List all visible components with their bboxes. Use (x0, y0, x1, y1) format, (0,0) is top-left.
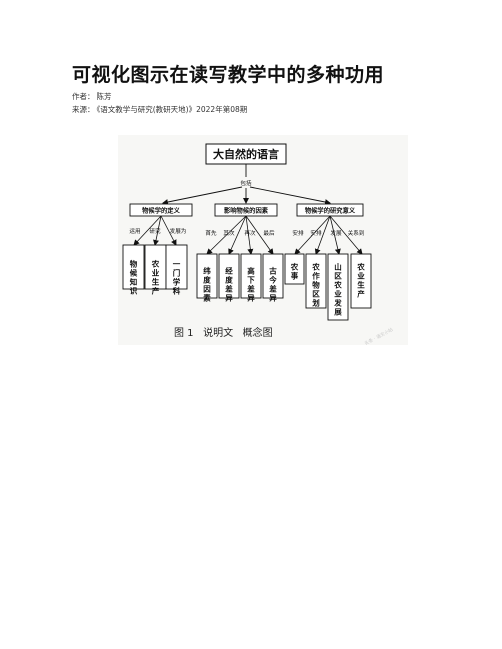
edge-label-factors-4: 最后 (263, 229, 275, 237)
edge-label-factors-1: 首先 (205, 229, 217, 237)
leaf-node-factors-4 (262, 253, 284, 299)
edge-factors-2 (228, 215, 247, 255)
watermark: 头条 · 语文小站 (363, 326, 394, 345)
edge-factors-3 (245, 215, 254, 255)
figure-caption: 图 1 说明文 概念图 (174, 326, 273, 339)
leaf-label-definition-2: 农业生产 (151, 259, 160, 296)
root-node-label: 大自然的语言 (213, 147, 279, 161)
leaf-node-significance-1 (284, 253, 305, 285)
edge-significance-1 (294, 215, 331, 255)
edge-label-factors-2: 其次 (223, 229, 235, 237)
leaf-node-factors-1 (196, 253, 218, 299)
source-label: 来源： (72, 105, 95, 114)
leaf-label-factors-1: 纬度因素 (202, 266, 211, 303)
leaf-label-significance-4: 农业生产 (356, 262, 365, 299)
author-label: 作者： (72, 92, 95, 101)
edge-label-significance-4: 关系到 (348, 229, 365, 237)
author-name: 陈芳 (96, 92, 112, 101)
edge-factors-4 (245, 215, 274, 255)
root-edge-left (162, 186, 243, 205)
edge-definition-3 (160, 215, 177, 246)
root-edge-label: 包括 (240, 179, 252, 187)
branch-label-factors: 影响物候的因素 (224, 206, 269, 215)
leaf-node-significance-2 (305, 253, 327, 309)
edge-label-definition-3: 发展为 (170, 227, 187, 235)
leaf-label-significance-1: 农事 (290, 262, 299, 281)
edge-label-significance-1: 安排 (292, 229, 304, 237)
leaf-label-definition-1: 物候知识 (129, 259, 138, 296)
edge-significance-2 (314, 215, 331, 255)
branch-label-significance: 物候学的研究意义 (305, 206, 356, 215)
leaf-node-factors-3 (240, 253, 262, 299)
edge-definition-2 (153, 215, 162, 246)
leaf-node-definition-3 (165, 244, 188, 290)
leaf-node-factors-2 (218, 253, 240, 299)
edge-factors-1 (206, 215, 247, 255)
branch-label-definition: 物候学的定义 (142, 206, 180, 215)
author-line: 作者：陈芳 (72, 91, 114, 102)
source-text: 《语文教学与研究(教研天地)》2022年第08期 (96, 105, 248, 114)
edge-significance-3 (329, 215, 341, 255)
edge-label-significance-2: 安排 (310, 229, 322, 237)
page-title: 可视化图示在读写教学中的多种功用 (72, 64, 385, 86)
leaf-node-definition-1 (122, 244, 145, 290)
leaf-node-significance-3 (327, 253, 349, 321)
leaf-label-significance-2: 农作物区划 (311, 262, 320, 308)
edge-label-definition-2: 研究 (149, 227, 161, 235)
edge-label-factors-3: 再次 (244, 229, 256, 237)
edge-label-significance-3: 发展 (330, 229, 342, 237)
root-edge-right (249, 186, 331, 205)
source-line: 来源：《语文教学与研究(教研天地)》2022年第08期 (72, 104, 249, 115)
concept-map-diagram: 大自然的语言 包括 物候学的定义 影响物候的因素 物候学的研究意义 运用 研究 … (122, 143, 395, 345)
leaf-label-significance-3: 山区农业发展 (333, 262, 342, 317)
leaf-node-significance-4 (350, 253, 372, 309)
edge-significance-4 (329, 215, 363, 255)
edge-label-definition-1: 运用 (129, 227, 140, 235)
leaf-label-factors-4: 古今差异 (268, 266, 277, 303)
edge-definition-1 (133, 215, 162, 246)
leaf-label-definition-3: 一门学科 (172, 260, 181, 296)
leaf-label-factors-2: 经度差异 (224, 266, 233, 303)
leaf-label-factors-3: 高下差异 (246, 266, 255, 303)
concept-map-figure: 大自然的语言 包括 物候学的定义 影响物候的因素 物候学的研究意义 运用 研究 … (118, 135, 408, 345)
